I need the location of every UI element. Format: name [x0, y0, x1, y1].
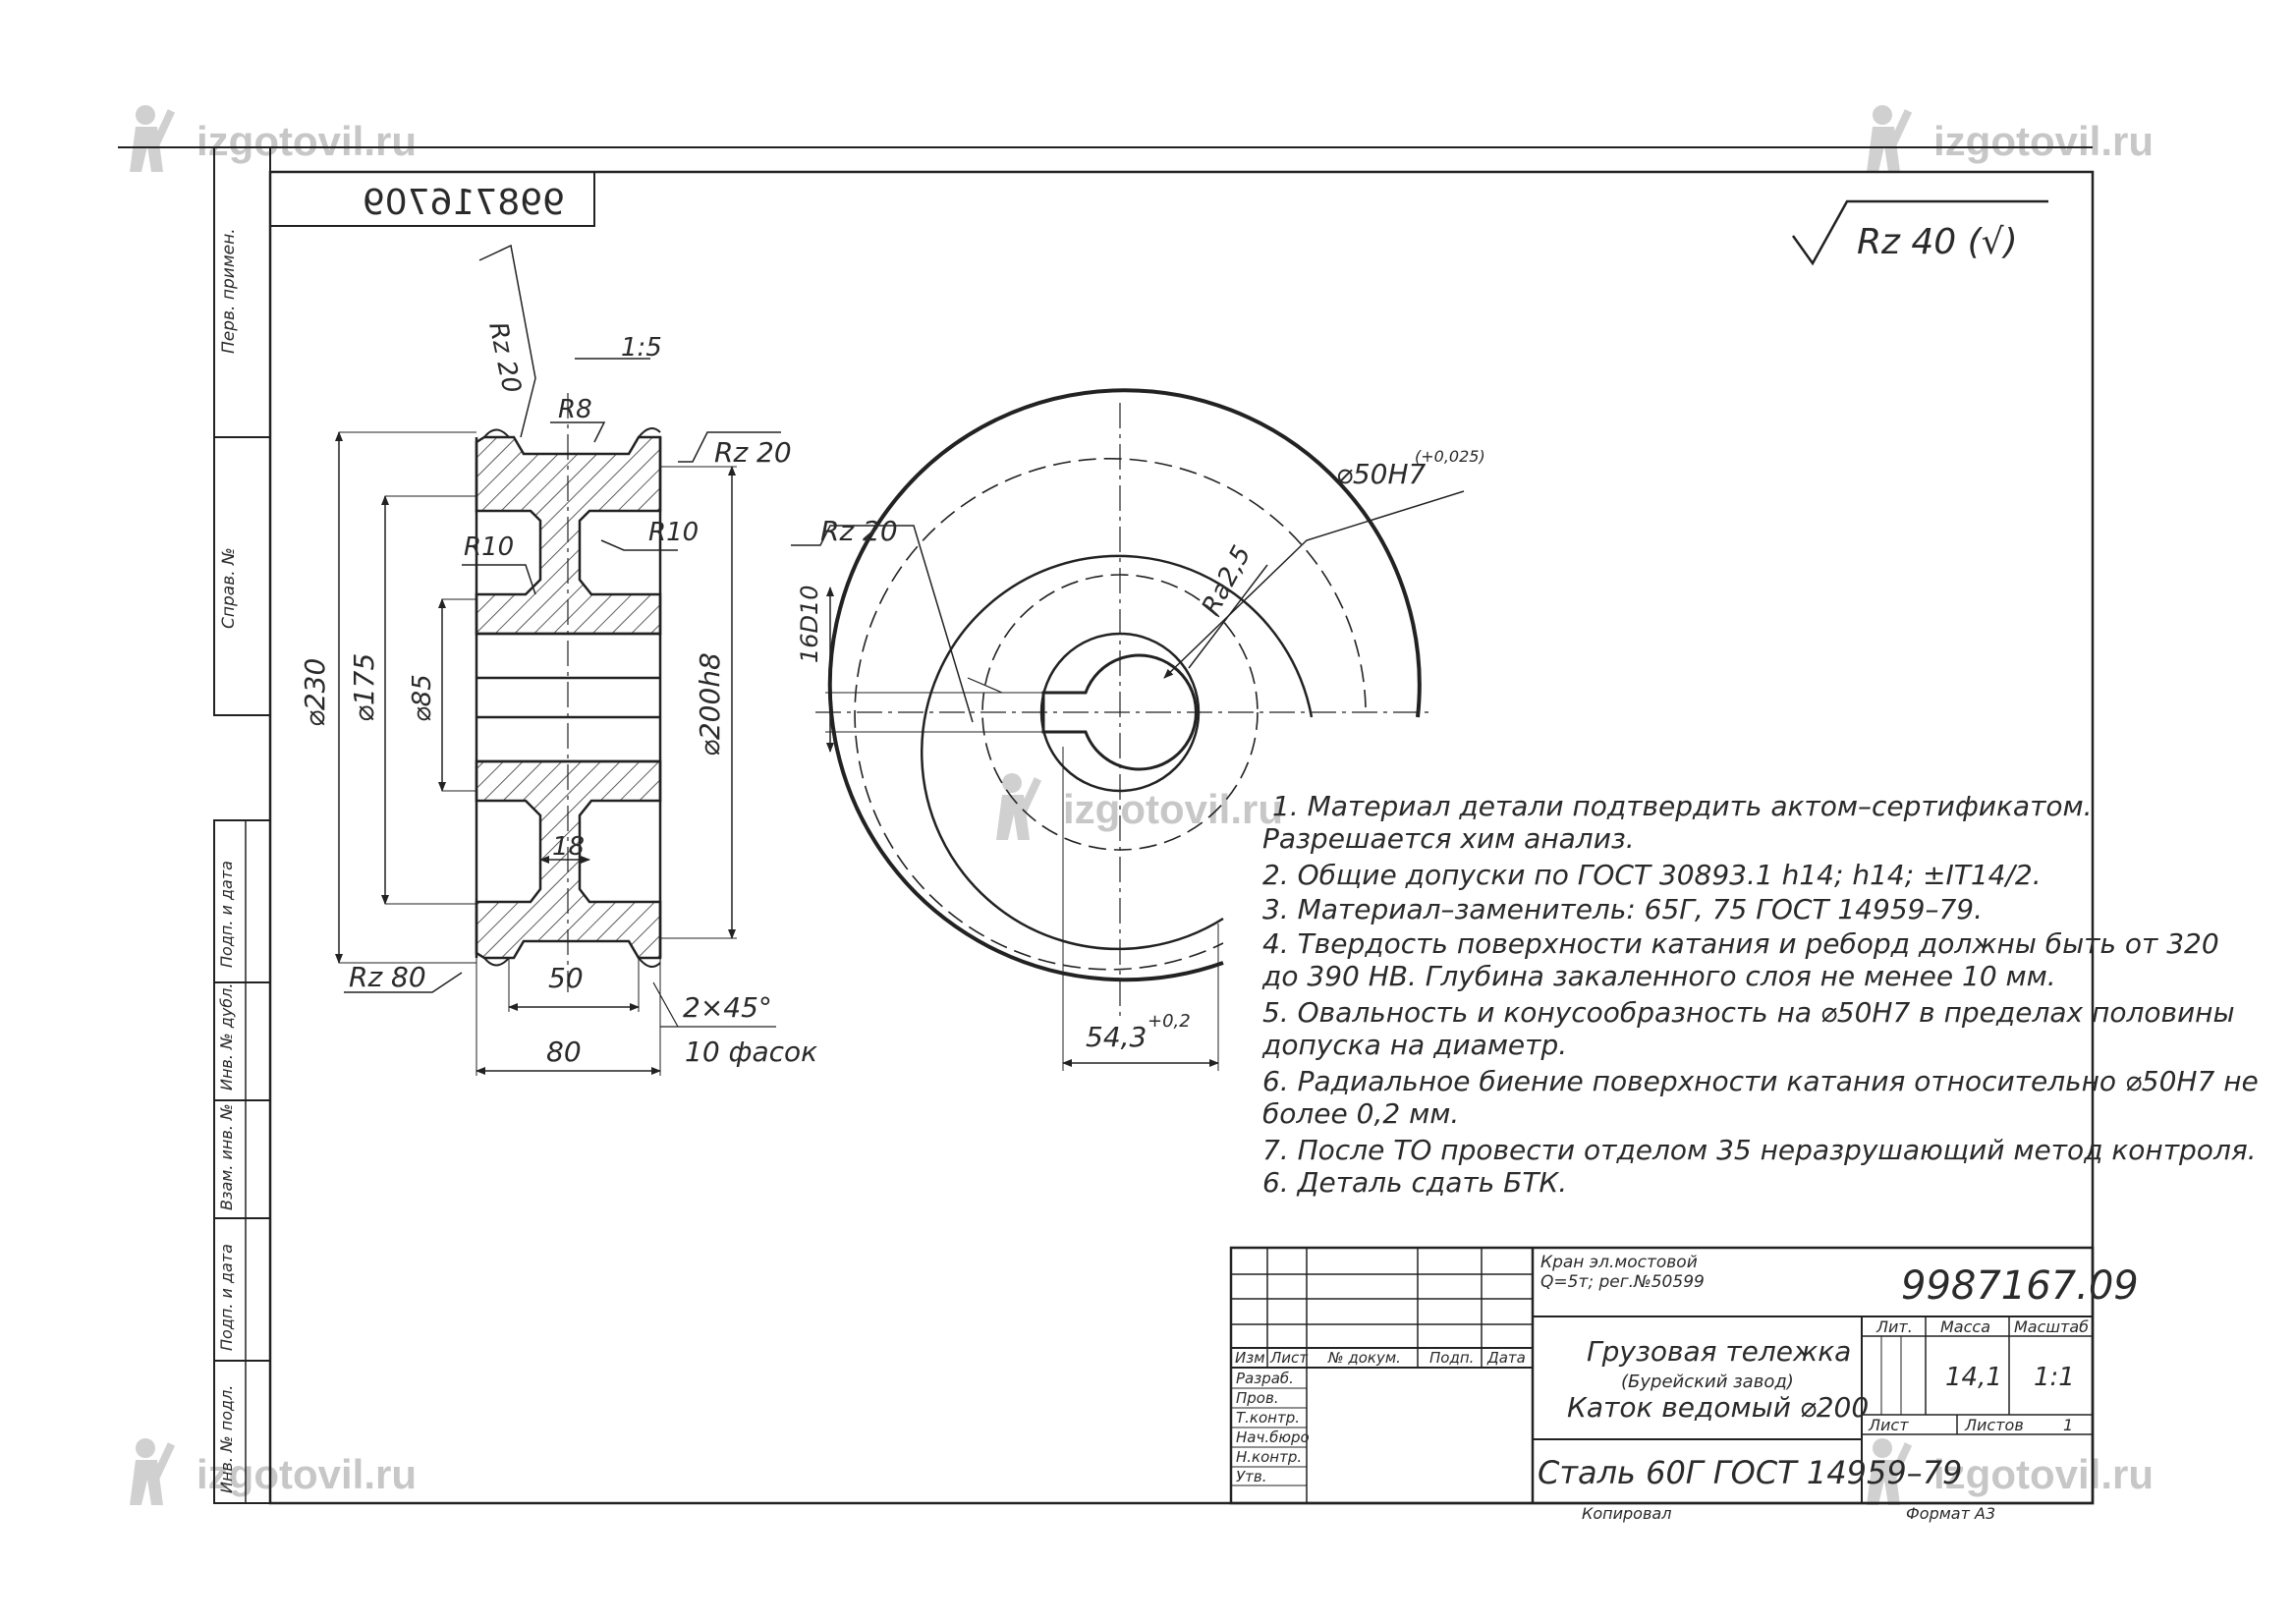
watermark-text: izgotovil.ru: [196, 1451, 417, 1497]
bore-tolerance: (+0,025): [1415, 447, 1485, 466]
sheet-label: Лист: [1868, 1416, 1909, 1434]
dim-rim-diameter: ⌀175: [348, 653, 380, 722]
note-line-6: до 390 HB. Глубина закаленного слоя не м…: [1261, 960, 2056, 992]
strip-label-dup-inv: Инв. № дубл.: [217, 983, 236, 1091]
bore-with-keyway: [1041, 653, 1198, 771]
chamfer-circle-arc: [854, 457, 1367, 971]
watermark-text: izgotovil.ru: [1063, 786, 1283, 832]
col-header-change: Изм: [1235, 1349, 1265, 1367]
hammer-man-logo: [130, 1438, 176, 1505]
general-roughness-text: Rz 40 (√): [1857, 222, 2018, 262]
strip-label-replace-inv: Взам. инв. №: [217, 1103, 236, 1210]
watermark-text: izgotovil.ru: [196, 118, 417, 164]
hammer-man-logo: [130, 105, 176, 172]
watermark-center: izgotovil.ru: [996, 773, 1283, 840]
mirrored-number-stamp: 998716709: [269, 171, 595, 227]
strip-label-sign-date-1: Подп. и дата: [217, 861, 236, 968]
scale-value: 1:1: [2034, 1363, 2075, 1392]
scale-label: Масштаб: [2014, 1317, 2089, 1336]
wheel-outline: [475, 437, 662, 958]
outer-circle-arc: [827, 388, 1422, 982]
dim-outer-diameter: ⌀230: [299, 658, 331, 727]
bore-diameter: ⌀50H7: [1336, 458, 1427, 490]
watermark-bottom-right: izgotovil.ru: [1867, 1438, 2154, 1505]
col-header-doc-no: № докум.: [1327, 1349, 1401, 1367]
dim-tread-diameter: ⌀200h8: [694, 652, 726, 756]
strip-label-reference: Справ. №: [219, 547, 239, 629]
strip-label-orig-inv: Инв. № подл.: [217, 1385, 236, 1493]
technical-notes: 1. Материал детали подтвердить актом–сер…: [1261, 790, 2259, 1199]
lit-label: Лит.: [1875, 1317, 1913, 1336]
section-r-top: R8: [558, 395, 592, 424]
role-approved: Утв.: [1236, 1468, 1267, 1485]
col-header-date: Дата: [1486, 1349, 1526, 1367]
section-r-left: R10: [464, 532, 514, 562]
note-line-1: 1. Материал детали подтвердить актом–сер…: [1272, 790, 2093, 822]
title-line-3: Каток ведомый ⌀200: [1567, 1391, 1869, 1424]
tread-circle-arc: [921, 554, 1314, 951]
note-line-8: допуска на диаметр.: [1261, 1029, 1567, 1061]
copied-label: Копировал: [1582, 1504, 1671, 1523]
section-rz-top: Rz 20: [482, 319, 527, 396]
dim-web: 18: [552, 832, 585, 862]
col-header-sign: Подп.: [1429, 1349, 1474, 1367]
role-checker: Пров.: [1236, 1389, 1279, 1407]
watermark-text: izgotovil.ru: [1933, 1451, 2154, 1497]
note-line-9: 6. Радиальное биение поверхности катания…: [1262, 1065, 2259, 1097]
dim-hub-diameter: ⌀85: [408, 674, 437, 722]
watermark-bottom-left: izgotovil.ru: [130, 1438, 417, 1505]
keyway-roughness: Rz 20: [820, 515, 898, 547]
dim-chamfer-count: 10 фасок: [685, 1036, 817, 1068]
note-line-2: Разрешается хим анализ.: [1262, 822, 1635, 855]
hammer-man-logo: [1867, 105, 1913, 172]
note-line-5: 4. Твердость поверхности катания и ребор…: [1262, 927, 2219, 960]
general-roughness: Rz 40 (√): [1791, 199, 2048, 266]
section-view: Rz 20 1:5 R8 Rz 20 R10 R10 ⌀230 ⌀175 ⌀85…: [299, 244, 817, 1076]
document-number: 9987167.09: [1901, 1263, 2139, 1309]
project-line-2: Q=5т; рег.№50599: [1540, 1272, 1705, 1292]
role-tech-control: Т.контр.: [1236, 1409, 1300, 1427]
dim-chamfer: 2×45°: [683, 991, 772, 1024]
hammer-man-logo: [996, 773, 1042, 840]
keyway-depth-tol: +0,2: [1148, 1011, 1191, 1032]
strip-label-first-use: Перв. примен.: [219, 228, 239, 354]
role-norm-control: Н.контр.: [1236, 1448, 1302, 1466]
role-bureau-head: Нач.бюро: [1236, 1428, 1310, 1446]
sheets-label: Листов: [1964, 1416, 2024, 1434]
format-label: Формат А3: [1906, 1504, 1995, 1523]
note-line-11: 7. После ТО провести отделом 35 неразруш…: [1262, 1134, 2257, 1166]
note-line-10: более 0,2 мм.: [1262, 1097, 1459, 1130]
strip-label-sign-date-2: Подп. и дата: [217, 1244, 236, 1351]
keyway-depth: 54,3: [1086, 1021, 1147, 1053]
note-line-4: 3. Материал–заменитель: 65Г, 75 ГОСТ 149…: [1262, 893, 1983, 925]
left-margin-strip: Перв. примен. Справ. № Подп. и дата Инв.…: [213, 146, 271, 1504]
title-block: Кран эл.мостовой Q=5т; рег.№50599 998716…: [1229, 1246, 2139, 1523]
title-line-1: Грузовая тележка: [1587, 1335, 1851, 1368]
section-rz-right: Rz 20: [714, 436, 792, 469]
sheets-count: 1: [2063, 1416, 2073, 1434]
col-header-sheet: Лист: [1269, 1349, 1309, 1367]
section-r-right: R10: [648, 518, 699, 547]
mass-label: Масса: [1940, 1317, 1990, 1336]
material: Сталь 60Г ГОСТ 14959–79: [1538, 1454, 1962, 1491]
hammer-man-logo: [1867, 1438, 1913, 1505]
mirrored-number: 998716709: [363, 183, 565, 223]
note-line-3: 2. Общие допуски по ГОСТ 30893.1 h14; h1…: [1262, 859, 2042, 891]
watermark-text: izgotovil.ru: [1933, 118, 2154, 164]
dim-total-width: 80: [546, 1036, 582, 1068]
watermark-top-right: izgotovil.ru: [1867, 105, 2154, 172]
title-line-2: (Бурейский завод): [1621, 1372, 1794, 1392]
dim-tread-width: 50: [548, 962, 584, 994]
bore-roughness: Ra2,5: [1197, 541, 1258, 621]
watermark-top-left: izgotovil.ru: [130, 105, 417, 172]
keyway-width: 16D10: [796, 585, 823, 663]
mass-value: 14,1: [1945, 1363, 2002, 1392]
note-line-7: 5. Овальность и конусообразность на ⌀50H…: [1262, 996, 2235, 1029]
note-line-12: 6. Деталь сдать БТК.: [1262, 1166, 1567, 1199]
project-line-1: Кран эл.мостовой: [1540, 1253, 1698, 1272]
role-developer: Разраб.: [1236, 1370, 1294, 1387]
section-rz-bottom: Rz 80: [349, 961, 426, 993]
section-taper: 1:5: [621, 333, 662, 363]
